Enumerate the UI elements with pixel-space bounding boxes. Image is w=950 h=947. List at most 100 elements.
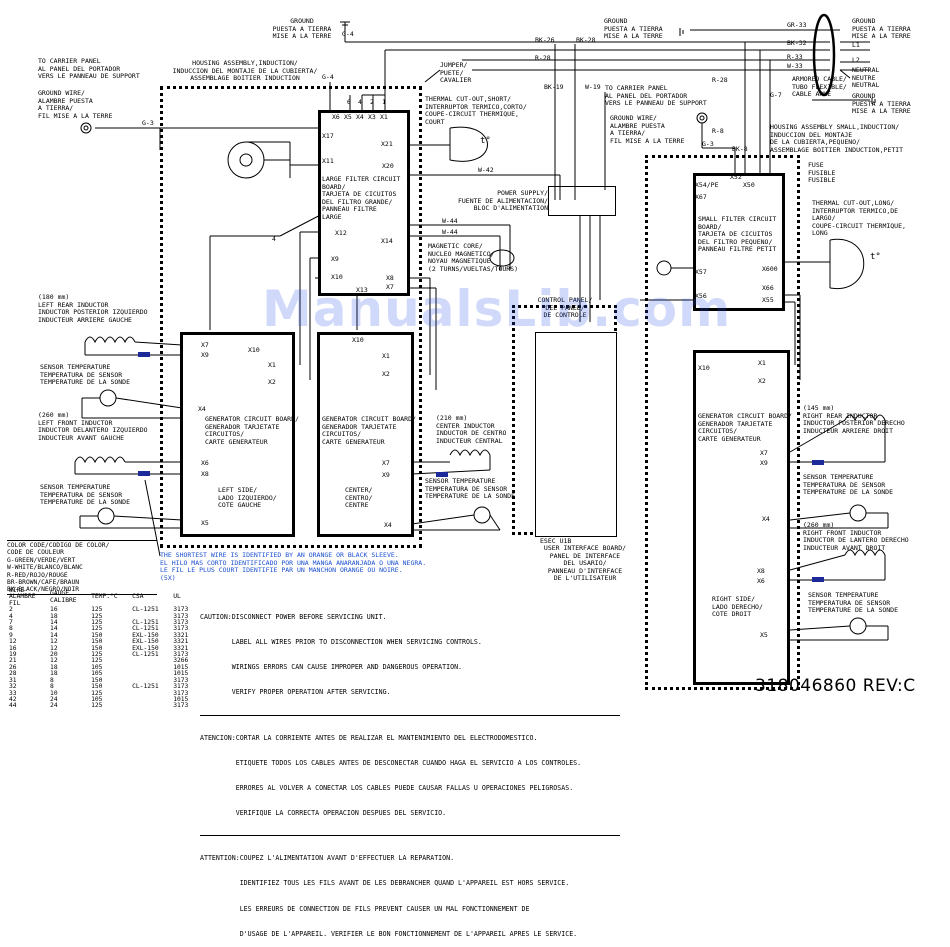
bk32-label: BK-32 (787, 39, 807, 47)
caution-divider (200, 835, 620, 837)
small-filter-board-label: SMALL FILTER CIRCUIT BOARD/ TARJETA DE C… (698, 215, 777, 254)
armored-cable-label: ARMORED CABLE/ TUBO FLEXIBLE/ CABLE ARME (792, 75, 847, 99)
ground-top2-label: GROUND PUESTA A TIERRA MISE A LA TERRE (604, 17, 663, 41)
pin-small-x55: X55 (762, 296, 774, 304)
w33-label: W-33 (787, 62, 803, 70)
wire-4-label: 4 (272, 235, 276, 243)
table-cell: 3173 (173, 619, 189, 627)
pin-large-x21: X21 (381, 140, 393, 148)
pin-small-x54pe: X54/PE (695, 181, 719, 189)
pin-right-x4: X4 (762, 515, 770, 523)
ground-wire-left-label: GROUND WIRE/ ALAMBRE PUESTA A TIERRA/ FI… (38, 89, 113, 120)
l2-label: L2 (852, 56, 860, 64)
pin-large-x10: X10 (331, 273, 343, 281)
table-cell: 14 (50, 625, 58, 633)
caution-line: VERIFIQUE LA CORRECTA OPERACION DESPUES … (200, 809, 447, 818)
bk28-label: BK-28 (576, 36, 596, 44)
color-code-legend: COLOR CODE/CODIGO DE COLOR/ CODE DE COUL… (7, 540, 157, 595)
color-code-header: COLOR CODE/CODIGO DE COLOR/ CODE DE COUL… (7, 542, 110, 557)
pin-right-x5: X5 (760, 631, 768, 639)
power-supply-dotted (548, 186, 616, 216)
caution-line: LES ERREURS DE CONNECTION DE FILS PREVEN… (200, 904, 530, 913)
table-cell: 31 (9, 676, 17, 684)
table-cell: 16 (50, 606, 58, 614)
table-cell: 3266 (173, 657, 189, 665)
table-cell: 18 (50, 612, 58, 620)
right-side-label: RIGHT SIDE/ LADO DERECHO/ COTE DROIT (712, 595, 763, 619)
r8-label: R-8 (712, 127, 724, 135)
table-cell: 105 (91, 670, 103, 678)
table-cell: 3173 (173, 689, 189, 697)
sensor-sleeve-right-rear (812, 460, 824, 465)
pin-large-x17: X17 (322, 132, 334, 140)
w42-label: W-42 (478, 166, 494, 174)
table-cell: 3173 (173, 676, 189, 684)
ground-right-label: GROUND PUESTA A TIERRA MISE A LA TERRE (852, 17, 911, 41)
table-cell: 10 (50, 689, 58, 697)
table-cell: 3321 (173, 638, 189, 646)
pin-left-x9: X9 (201, 351, 209, 359)
pin-center-x7: X7 (382, 459, 390, 467)
small-filter-circuit-board (693, 173, 785, 311)
table-cell: 2 (9, 606, 13, 614)
col-ul: UL (173, 593, 181, 601)
control-panel-label: CONTROL PANEL/ DEL PANEL/ DE CONTROLE (537, 296, 593, 320)
pin-small-x57: X57 (695, 268, 707, 276)
pin-right-x6: X6 (757, 577, 765, 585)
pin-right-x2: X2 (758, 377, 766, 385)
ground-wire-right-label: GROUND WIRE/ ALAMBRE PUESTA A TIERRA/ FI… (610, 114, 685, 145)
housing-large-dotted (160, 86, 422, 548)
g4-label: G-4 (342, 30, 354, 38)
caution-line: ERRORES AL VOLVER A CONECTAR LOS CABLES … (200, 783, 574, 792)
jumper-label: JUMPER/ PUETE/ CAVALIER (440, 61, 472, 85)
table-cell: 20 (50, 651, 58, 659)
pin-left-x7: X7 (201, 341, 209, 349)
table-cell: 105 (91, 695, 103, 703)
caution-line: D'USAGE DE L'APPAREIL. VERIFIER LE BON F… (200, 929, 578, 938)
r28-top-label: R-28 (535, 54, 551, 62)
housing-small-dotted (645, 155, 800, 690)
table-cell: 32 (9, 683, 17, 691)
table-cell: EXL-150 (132, 638, 159, 646)
table-cell: 12 (9, 638, 17, 646)
table-cell: EXL-150 (132, 631, 159, 639)
sensor-2-label: SENSOR TEMPERATURE TEMPERATURA DE SENSOR… (40, 483, 131, 507)
color-code-row: R-RED/ROJO/ROUGE (7, 571, 68, 579)
table-cell: 150 (91, 683, 103, 691)
table-cell: CL-1251 (132, 683, 159, 691)
col-gauge: GAUGE CALIBRE (50, 590, 77, 604)
table-header-row: WIRE ALAMBRE FIL GAUGE CALIBRE TEMP.°C C… (7, 587, 197, 607)
table-cell: 125 (91, 619, 103, 627)
thermometer-long-symbol: t° (870, 252, 881, 262)
table-cell: 19 (9, 651, 17, 659)
pin-right-x10: X10 (698, 364, 710, 372)
r28-b-label: R-28 (712, 76, 728, 84)
g3-right-label: G-3 (702, 140, 714, 148)
table-cell: 18 (50, 670, 58, 678)
sensor-1-label: SENSOR TEMPERATURE TEMPERATURA DE SENSOR… (40, 363, 131, 387)
generator-left-label: GENERATOR CIRCUIT BOARD/ GENERADOR TARJE… (205, 415, 299, 446)
table-cell: 12 (50, 644, 58, 652)
color-code-row: BK-BLACK/NEGRO/NOIR (7, 586, 80, 594)
pin-small-x52: X52 (730, 173, 742, 181)
sensor-sleeve-center (436, 472, 448, 477)
color-code-row: W-WHITE/BLANCO/BLANC (7, 564, 83, 572)
magnetic-core-label: MAGNETIC CORE/ NUCLEO MAGNETICO/ NOYAU M… (428, 242, 519, 273)
pin-large-x14: X14 (381, 237, 393, 245)
table-cell: 150 (91, 638, 103, 646)
watermark: ManualsLib.com (262, 280, 732, 338)
pin-left-x5: X5 (201, 519, 209, 527)
document-reference-number: 318046860 REV:C (755, 676, 916, 696)
bk8-label: BK-8 (732, 145, 748, 153)
table-cell: 7 (9, 619, 13, 627)
table-cell: 9 (9, 631, 13, 639)
sensor-sleeve-right-front (812, 577, 824, 582)
ground-top-label: GROUND PUESTA A TIERRA MISE A LA TERRE (272, 17, 332, 41)
power-supply-label: POWER SUPPLY/ FUENTE DE ALIMENTACION/ BL… (457, 189, 548, 213)
table-cell: 125 (91, 689, 103, 697)
